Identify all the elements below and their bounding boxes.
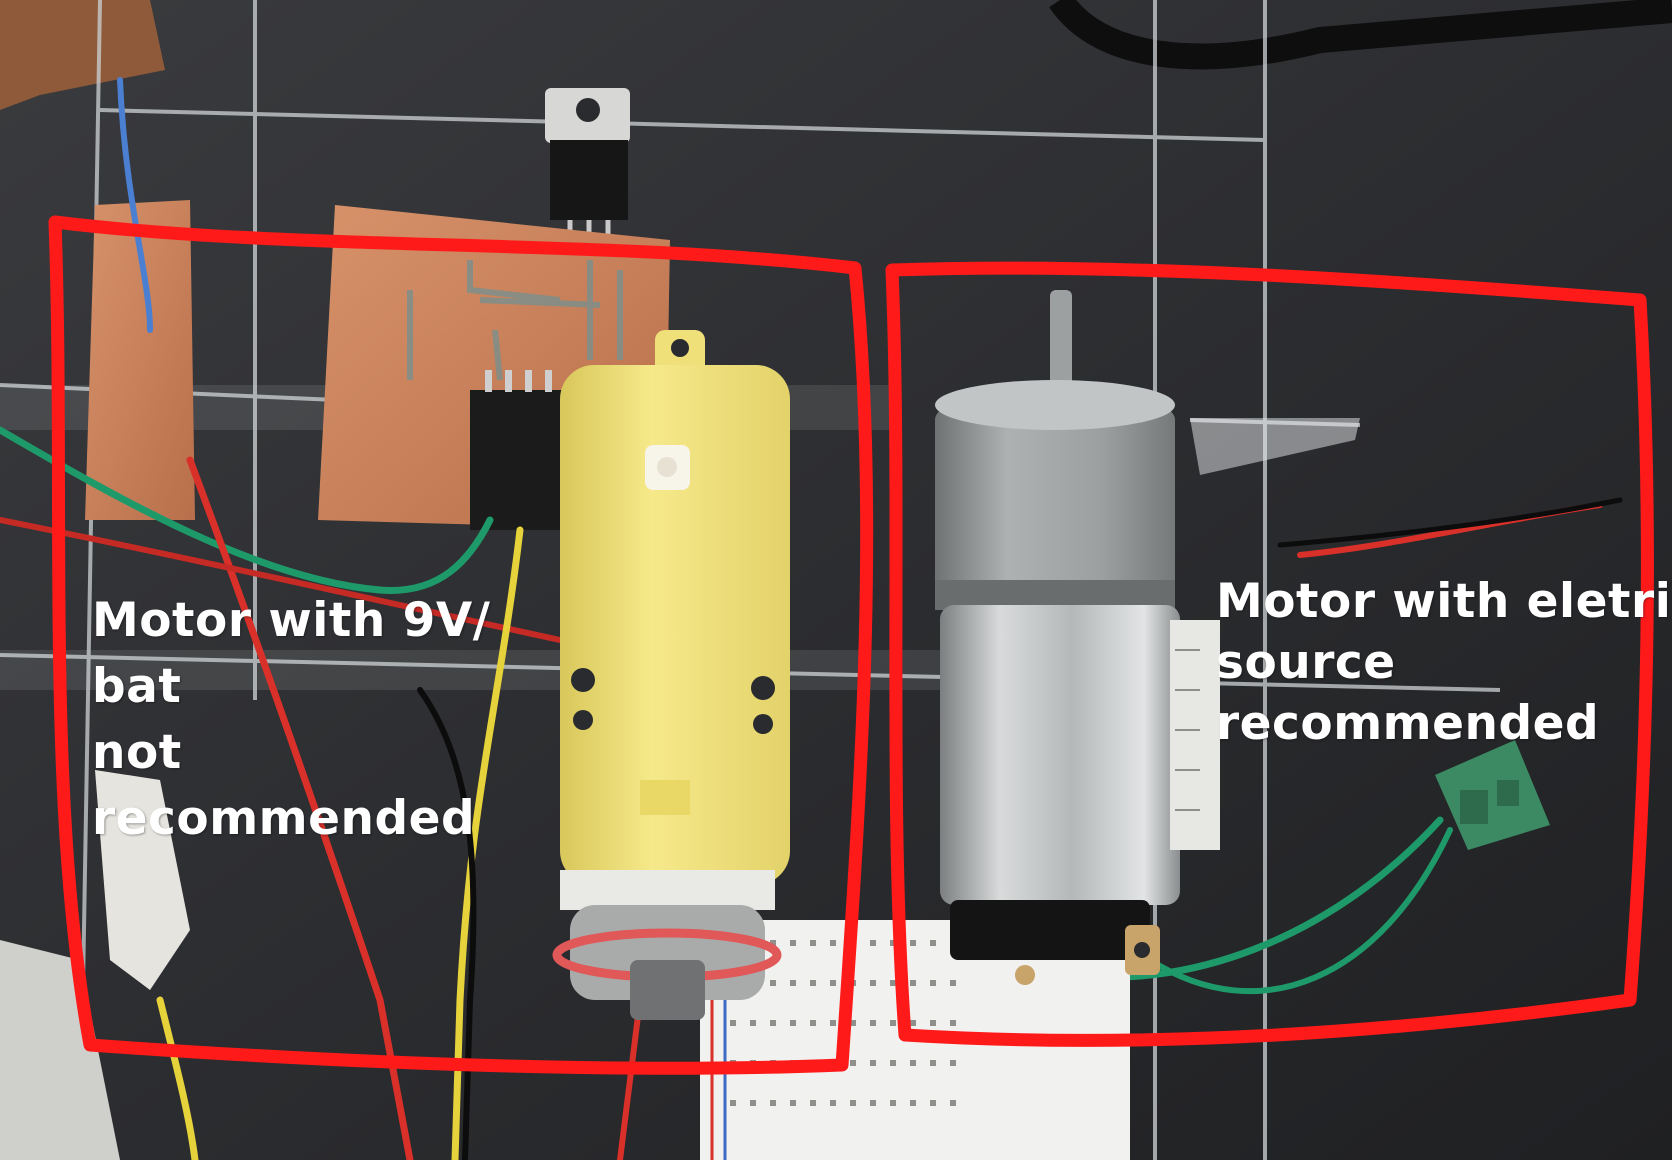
annotation-left-line-2: bat xyxy=(92,659,182,714)
regulator-body xyxy=(550,140,628,220)
wire-black-right-top xyxy=(1277,497,1623,548)
annotation-box-left xyxy=(48,215,874,1075)
tissue xyxy=(0,940,120,1160)
regulator-hole xyxy=(576,98,600,122)
wire-yellow-low xyxy=(156,996,199,1160)
yellow-gear-motor xyxy=(552,330,790,1020)
wire-red-diag xyxy=(0,517,563,643)
wire-red-bottom-left xyxy=(617,997,643,1160)
copper-pcb-left xyxy=(85,200,195,520)
annotation-label-left: Motor with 9V/ bat not recommended xyxy=(92,588,490,852)
wire-green-right-2 xyxy=(1147,827,1453,995)
cardboard-piece xyxy=(0,0,165,110)
wire-yellow xyxy=(451,526,524,1160)
silver-gear-motor xyxy=(935,290,1220,985)
acrylic-bracket xyxy=(1190,418,1360,475)
annotation-left-line-1: Motor with 9V/ xyxy=(92,593,491,648)
annotation-right-line-3: recommended xyxy=(1216,696,1600,751)
wire-red-left xyxy=(186,456,414,1160)
annotation-label-right: Motor with eletric source recommended xyxy=(1216,571,1672,754)
wires xyxy=(0,77,1623,1160)
annotation-left-line-4: recommended xyxy=(92,791,476,846)
annotation-right-line-1: Motor with eletric xyxy=(1216,574,1672,629)
black-cable xyxy=(1049,0,1672,70)
annotation-left-line-3: not xyxy=(92,725,182,780)
terminal-block xyxy=(1435,740,1550,850)
tape-piece xyxy=(95,770,190,990)
annotation-box-right xyxy=(885,261,1654,1047)
header-pin-tips xyxy=(485,370,552,392)
pcb-traces xyxy=(407,260,623,381)
wire-green-left xyxy=(0,426,494,594)
annotation-right-line-2: source xyxy=(1216,635,1396,690)
header-pins xyxy=(470,390,565,530)
wire-black xyxy=(417,687,477,1160)
